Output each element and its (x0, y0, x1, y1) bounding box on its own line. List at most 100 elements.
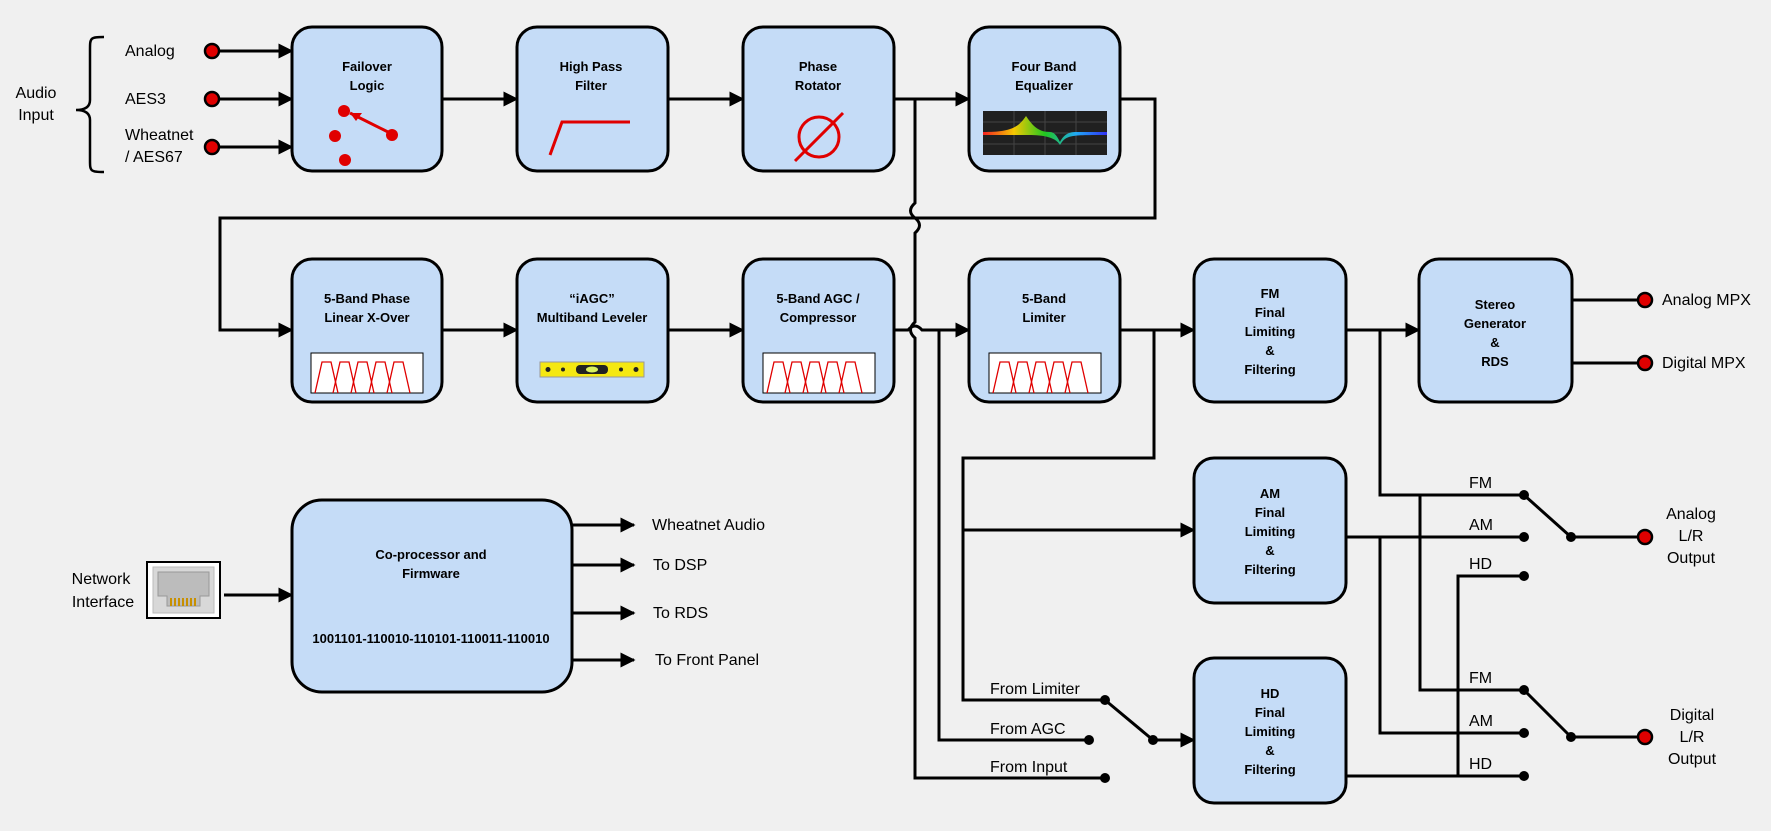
crossover-bands-icon (310, 352, 424, 394)
block-high-pass-filter: High Pass Filter (515, 25, 670, 173)
from-input-wire (909, 310, 1103, 780)
from-agc-wire (937, 330, 1088, 742)
agc-label-2: Compressor (780, 310, 857, 325)
from-limiter-label: From Limiter (990, 681, 1080, 698)
fm-label-5: Filtering (1244, 362, 1295, 377)
hd-label-1: HD (1261, 686, 1280, 701)
block-5-band-limiter: 5-Band Limiter (967, 257, 1122, 404)
am-label-3: Limiting (1245, 524, 1296, 539)
input-wheatnet-jack (203, 138, 221, 156)
highpass-curve-icon (548, 120, 630, 156)
xover-label-2: Linear X-Over (324, 310, 409, 325)
fm-label-3: Limiting (1245, 324, 1296, 339)
block-hd-final-limiting: HD Final Limiting & Filtering (1192, 656, 1348, 805)
digital-sw-am-label: AM (1469, 713, 1493, 730)
coproc-label-2: Firmware (402, 566, 460, 581)
from-agc-label: From AGC (990, 721, 1066, 738)
fm-label-2: Final (1255, 305, 1285, 320)
analog-sw-am-label: AM (1469, 517, 1493, 534)
limiter-label-2: Limiter (1022, 310, 1065, 325)
analog-lr-label-1: Analog (1666, 506, 1716, 523)
input-analog-jack (203, 42, 221, 60)
coproc-output-rds: To RDS (653, 605, 708, 622)
network-interface-group: Network Interface (72, 561, 221, 619)
block-four-band-equalizer: Four Band Equalizer (967, 25, 1122, 173)
phase-symbol-icon (793, 111, 845, 163)
digital-mpx-jack (1636, 354, 1654, 372)
stereo-label-3: & (1490, 335, 1499, 350)
am-label-5: Filtering (1244, 562, 1295, 577)
analog-lr-jack (1636, 528, 1654, 546)
am-label-4: & (1265, 543, 1274, 558)
input-brace (75, 35, 105, 174)
am-label-2: Final (1255, 505, 1285, 520)
limiter-bands-icon (988, 352, 1102, 394)
coproc-output-wheatnet: Wheatnet Audio (652, 517, 765, 534)
block-phase-linear-xover: 5-Band Phase Linear X-Over (290, 257, 444, 404)
fm-label-1: FM (1261, 286, 1280, 301)
stereo-label-2: Generator (1464, 316, 1526, 331)
analog-sw-hd-label: HD (1469, 556, 1492, 573)
input-aes3-jack (203, 90, 221, 108)
switch-contacts (1084, 490, 1576, 783)
ethernet-port-icon (146, 561, 221, 619)
failover-label-1: Failover (342, 59, 392, 74)
coproc-outputs: Wheatnet Audio To DSP To RDS To Front Pa… (652, 517, 765, 669)
analog-mpx-label: Analog MPX (1662, 292, 1751, 309)
digital-sw-hd-label: HD (1469, 756, 1492, 773)
digital-lr-label-1: Digital (1670, 707, 1714, 724)
iagc-label-1: “iAGC” (569, 291, 615, 306)
audio-input-label-line1: Audio (16, 85, 57, 102)
block-am-final-limiting: AM Final Limiting & Filtering (1192, 456, 1348, 605)
agc-bands-icon (762, 352, 876, 394)
hd-label-2: Final (1255, 705, 1285, 720)
input-wheatnet-label-line2: / AES67 (125, 149, 183, 166)
switch-labels: FM AM HD FM AM HD From Limiter From AGC … (990, 475, 1493, 776)
input-analog-label: Analog (125, 43, 175, 60)
fm-label-4: & (1265, 343, 1274, 358)
outputs-group: Analog MPX Digital MPX Analog L/R Output… (1636, 291, 1751, 768)
network-label-line1: Network (72, 571, 132, 588)
block-fm-final-limiting: FM Final Limiting & Filtering (1192, 257, 1348, 404)
switch-icon (329, 105, 398, 166)
input-wheatnet-label-line1: Wheatnet (125, 127, 194, 144)
row1-wires (218, 91, 1157, 780)
output-wires (224, 298, 1640, 778)
from-limiter-wire (961, 330, 1156, 702)
block-coprocessor-firmware: Co-processor and Firmware 1001101-110010… (290, 498, 574, 694)
eq-label-1: Four Band (1012, 59, 1077, 74)
am-label-1: AM (1260, 486, 1280, 501)
digital-mpx-label: Digital MPX (1662, 355, 1746, 372)
audio-input-group: Audio Input Analog AES3 Wheatnet / AES67 (16, 35, 294, 174)
stereo-label-4: RDS (1481, 354, 1509, 369)
hd-label-4: & (1265, 743, 1274, 758)
coproc-binary-code: 1001101-110010-110101-110011-110010 (312, 631, 549, 646)
coproc-label-1: Co-processor and (375, 547, 486, 562)
from-input-label: From Input (990, 759, 1068, 776)
hd-label-5: Filtering (1244, 762, 1295, 777)
fm-to-digital-sw (1378, 330, 1523, 692)
digital-lr-jack (1636, 728, 1654, 746)
input-aes3-label: AES3 (125, 91, 166, 108)
digital-sw-fm-label: FM (1469, 670, 1492, 687)
iagc-label-2: Multiband Leveler (537, 310, 648, 325)
limiter-label-1: 5-Band (1022, 291, 1066, 306)
analog-lr-label-3: Output (1667, 550, 1716, 567)
hd-label-3: Limiting (1245, 724, 1296, 739)
phase-label-2: Rotator (795, 78, 841, 93)
block-phase-rotator: Phase Rotator (741, 25, 896, 173)
stereo-label-1: Stereo (1475, 297, 1516, 312)
digital-lr-label-3: Output (1668, 751, 1717, 768)
block-stereo-generator: Stereo Generator & RDS (1417, 257, 1574, 404)
failover-label-2: Logic (350, 78, 385, 93)
digital-lr-label-2: L/R (1680, 729, 1705, 746)
agc-label-1: 5-Band AGC / (776, 291, 860, 306)
coproc-output-dsp: To DSP (653, 557, 707, 574)
block-5-band-agc: 5-Band AGC / Compressor (741, 257, 896, 404)
coproc-output-front-panel: To Front Panel (655, 652, 759, 669)
audio-input-label-line2: Input (18, 107, 54, 124)
highpass-label-2: Filter (575, 78, 607, 93)
spirit-level-icon (539, 361, 645, 378)
analog-mpx-jack (1636, 291, 1654, 309)
